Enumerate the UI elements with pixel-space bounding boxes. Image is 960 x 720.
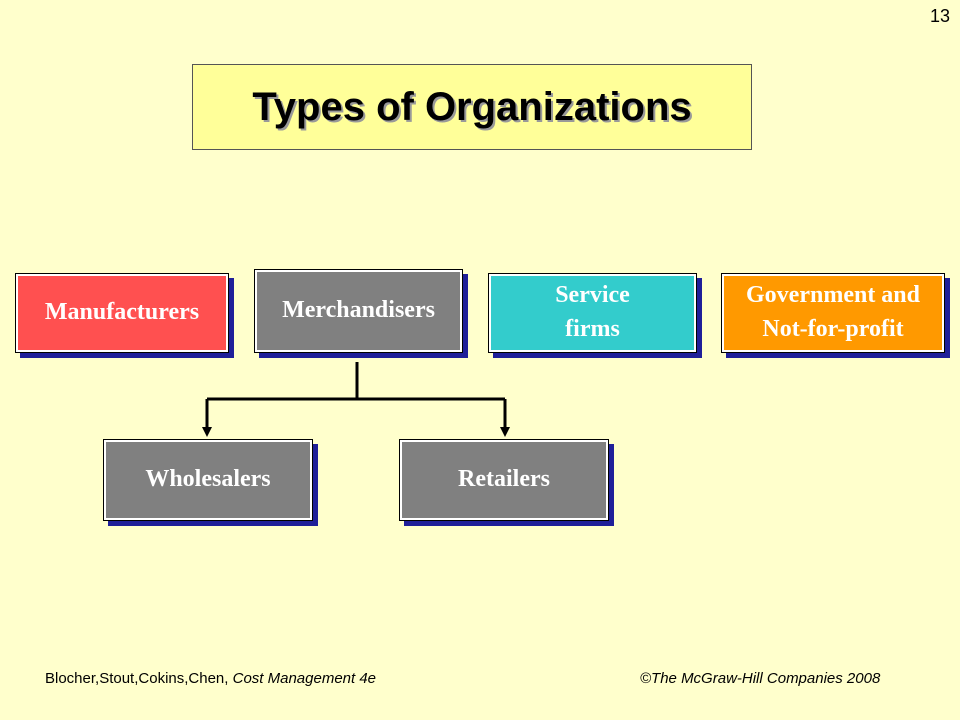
node-government-line-1: Government and [746,282,920,309]
footer-citation: Blocher,Stout,Cokins,Chen, Cost Manageme… [45,670,376,687]
node-service-firms-line-1: Service [555,282,630,309]
node-government: Government and Not-for-profit [722,274,944,352]
node-wholesalers: Wholesalers [104,440,312,520]
slide-title: Types of Organizations [252,84,692,129]
node-retailers: Retailers [400,440,608,520]
node-manufacturers: Manufacturers [16,274,228,352]
title-box: Types of Organizations [192,64,752,150]
node-manufacturers-label: Manufacturers [44,299,200,326]
node-merchandisers: Merchandisers [255,270,462,352]
node-service-firms: Service firms [489,274,696,352]
node-wholesalers-label: Wholesalers [145,466,271,493]
footer-copyright: ©The McGraw-Hill Companies 2008 [640,670,881,687]
node-merchandisers-label: Merchandisers [282,297,435,324]
footer-authors: Blocher,Stout,Cokins,Chen, [45,670,229,687]
footer-book-title: Cost Management 4e [232,670,377,687]
node-government-line-2: Not-for-profit [762,316,904,342]
slide-number: 13 [929,6,950,26]
node-retailers-label: Retailers [458,466,550,493]
node-service-firms-line-2: firms [565,316,620,342]
